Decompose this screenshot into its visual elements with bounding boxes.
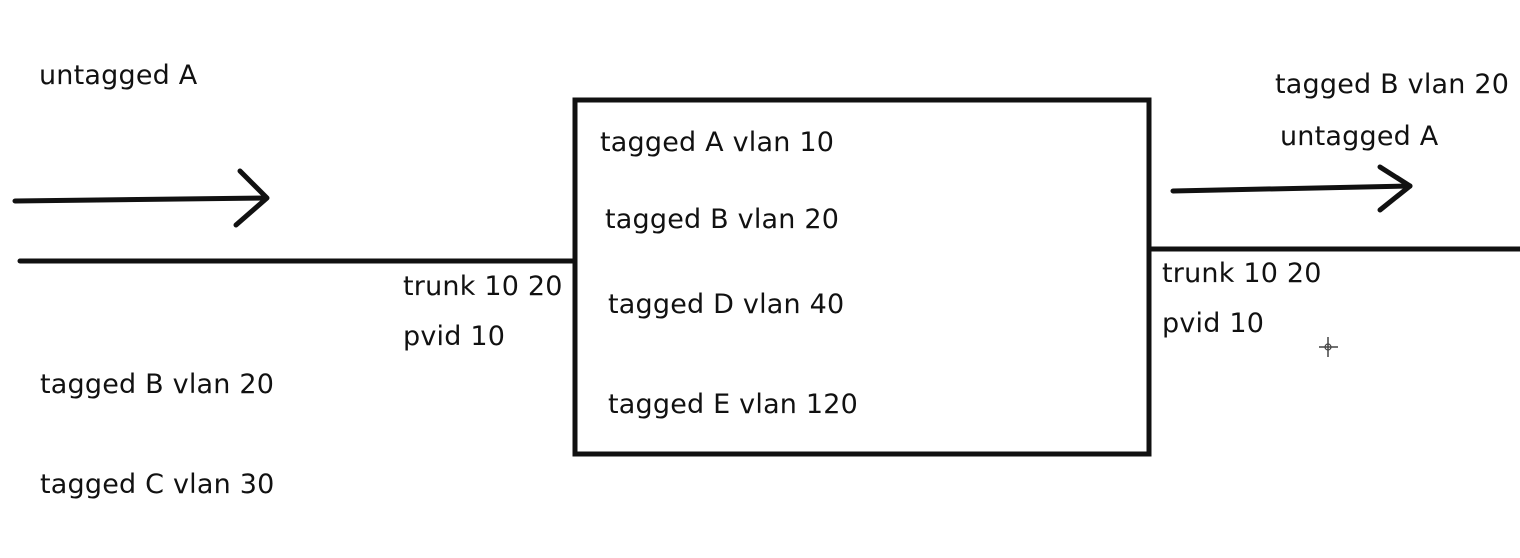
switch-entry: tagged B vlan 20 — [605, 204, 840, 235]
right-port-mode-label: trunk 10 20 — [1162, 258, 1322, 289]
left-direction-arrow-icon — [12, 168, 270, 228]
switch-entry: tagged E vlan 120 — [608, 389, 859, 420]
left-port-pvid-label: pvid 10 — [403, 321, 506, 352]
right-port-pvid-label: pvid 10 — [1162, 308, 1265, 339]
switch-entry: tagged D vlan 40 — [608, 289, 845, 320]
left-untagged-label: untagged A — [39, 60, 198, 91]
right-untagged-label: untagged A — [1280, 121, 1439, 152]
right-direction-arrow-icon — [1170, 164, 1413, 213]
left-tagged-label: tagged B vlan 20 — [40, 369, 275, 400]
right-tagged-label: tagged B vlan 20 — [1275, 69, 1510, 100]
switch-box — [572, 97, 1152, 457]
left-tagged-label: tagged C vlan 30 — [40, 469, 275, 500]
left-port-mode-label: trunk 10 20 — [403, 271, 563, 302]
switch-entry: tagged A vlan 10 — [600, 127, 835, 158]
crosshair-cursor-icon — [1319, 337, 1338, 357]
